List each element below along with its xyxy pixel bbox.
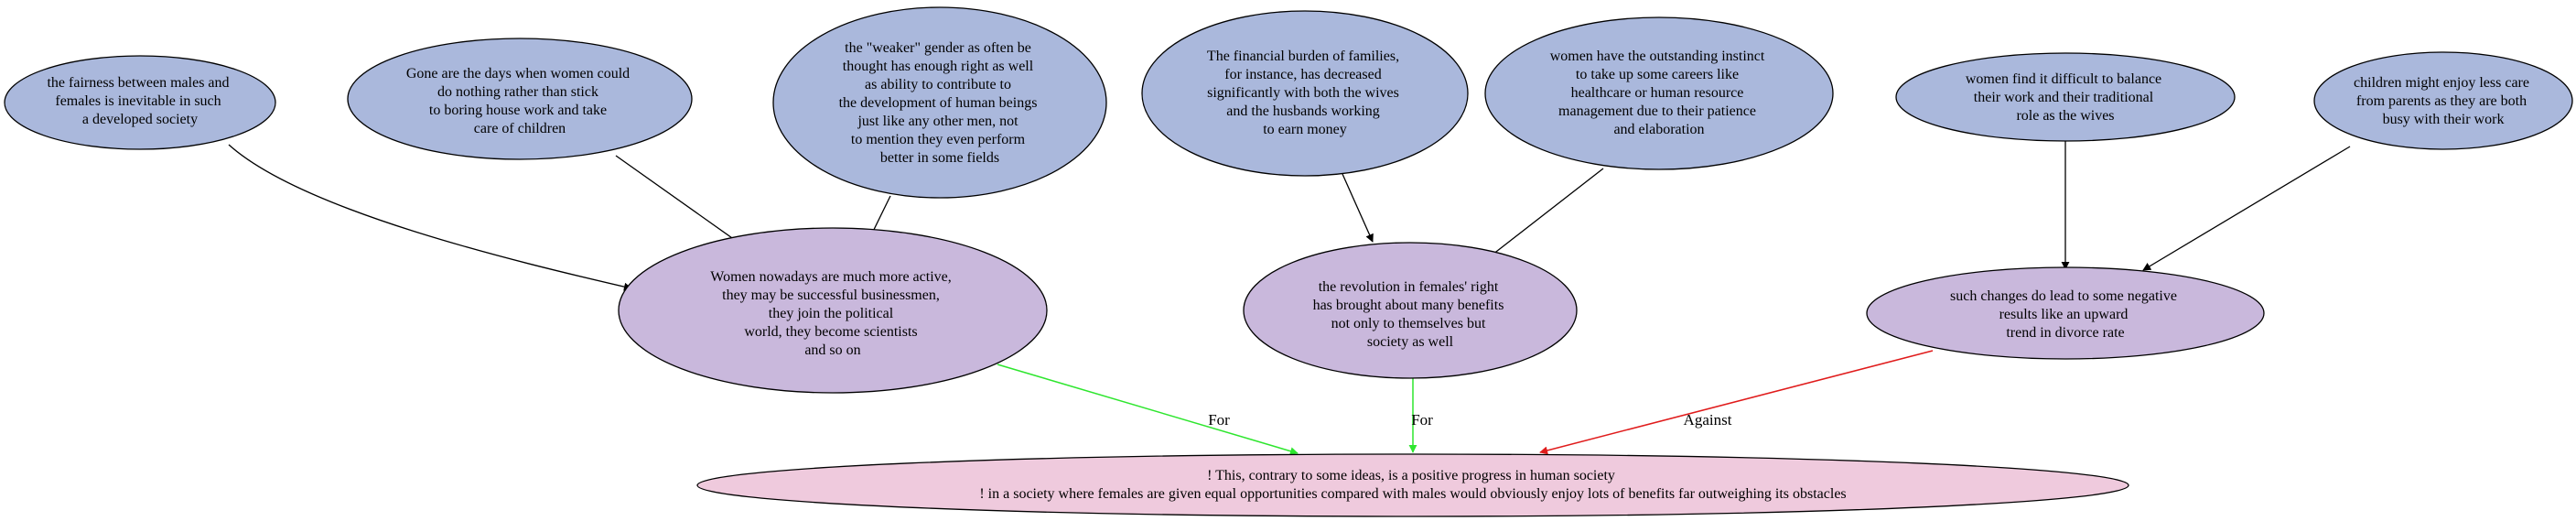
premise-1-line-3: a developed society (82, 112, 198, 127)
svg-text:Women nowadays are much more a: Women nowadays are much more active, the… (710, 269, 955, 358)
svg-text:the revolution in females' rig: the revolution in females' right has bro… (1313, 279, 1508, 350)
edge-label-for-1: For (1208, 411, 1230, 429)
svg-text:children might enjoy less care: children might enjoy less care from pare… (2354, 75, 2533, 127)
edge-premise-4-to-claim-4 (1342, 173, 1374, 243)
premise-3-line-2: thought has enough right as well (843, 59, 1034, 74)
premise-node-6-shape (1895, 52, 2236, 142)
edge-for-1 (997, 364, 1299, 456)
claim-2-line-3: not only to themselves but (1331, 316, 1486, 331)
premise-3-line-3: as ability to contribute to (865, 77, 1011, 92)
premise-node-4: The financial burden of families, for in… (1141, 10, 1469, 177)
premise-2-line-1: Gone are the days when women could (406, 66, 630, 81)
edge-premise-2-to-claim-2 (615, 155, 742, 245)
edge-premise-7-to-claim-7 (2142, 146, 2351, 271)
premise-4-line-5: to earn money (1263, 122, 1347, 137)
svg-text:women have the outstanding ins: women have the outstanding instinct to t… (1550, 49, 1769, 137)
claim-node-3-shape (1866, 266, 2265, 360)
claim-3-line-3: trend in divorce rate (2006, 325, 2124, 341)
claim-3-line-1: such changes do lead to some negative (1950, 288, 2177, 304)
premise-5-line-5: and elaboration (1613, 122, 1704, 137)
edge-label-against: Against (1684, 411, 1732, 429)
claim-1-line-4: world, they become scientists (744, 324, 917, 340)
premise-node-6: women find it difficult to balance their… (1895, 52, 2236, 142)
claim-node-1-shape (618, 227, 1048, 394)
edge-premise-5-to-claim-5 (1483, 168, 1604, 262)
conclusion-line-2: ! in a society where females are given e… (979, 486, 1846, 502)
premise-2-line-2: do nothing rather than stick (437, 84, 598, 100)
premise-6-line-3: role as the wives (2016, 108, 2114, 124)
svg-text:the fairness between males and: the fairness between males and females i… (47, 75, 232, 127)
premise-5-line-1: women have the outstanding instinct (1550, 49, 1765, 64)
claim-2-line-4: society as well (1367, 334, 1454, 350)
premise-7-line-3: busy with their work (2383, 112, 2505, 127)
premise-5-line-4: management due to their patience (1558, 103, 1756, 119)
svg-text:The financial burden of famili: The financial burden of families, for in… (1207, 49, 1403, 137)
premise-3-line-7: better in some fields (880, 150, 999, 166)
claim-1-line-5: and so on (804, 342, 860, 358)
premise-node-3: the "weaker" gender as often be thought … (772, 6, 1107, 199)
edge-premise-1-to-claim-1 (228, 144, 632, 291)
premise-node-1-shape (4, 55, 276, 150)
premise-4-line-4: and the husbands working (1226, 103, 1380, 119)
premise-7-line-1: children might enjoy less care (2354, 75, 2529, 91)
claim-1-line-3: they join the political (769, 306, 894, 321)
premise-node-1: the fairness between males and females i… (4, 55, 276, 150)
premise-node-5: women have the outstanding instinct to t… (1484, 16, 1834, 170)
premise-5-line-3: healthcare or human resource (1571, 85, 1744, 101)
conclusion-node: ! This, contrary to some ideas, is a pos… (696, 453, 2129, 517)
conclusion-node-shape (696, 453, 2129, 517)
claim-2-line-1: the revolution in females' right (1319, 279, 1499, 295)
premise-7-line-2: from parents as they are both (2356, 93, 2527, 109)
claim-2-line-2: has brought about many benefits (1313, 298, 1504, 313)
premise-1-line-1: the fairness between males and (47, 75, 229, 91)
svg-text:women find it difficult to bal: women find it difficult to balance their… (1966, 71, 2165, 124)
premise-node-2: Gone are the days when women could do no… (347, 38, 693, 160)
premise-3-line-5: just like any other men, not (857, 114, 1019, 129)
premise-2-line-3: to boring house work and take (429, 103, 607, 118)
premise-node-5-shape (1484, 16, 1834, 170)
premise-3-line-1: the "weaker" gender as often be (845, 40, 1031, 56)
premise-node-7-shape (2313, 51, 2573, 150)
premise-node-3-shape (772, 6, 1107, 199)
claim-node-2: the revolution in females' right has bro… (1243, 242, 1578, 379)
svg-text:Gone are the days when women c: Gone are the days when women could do no… (406, 66, 633, 136)
svg-text:the "weaker" gender as often b: the "weaker" gender as often be thought … (839, 40, 1041, 166)
claim-1-line-2: they may be successful businessmen, (722, 288, 940, 303)
claim-node-3: such changes do lead to some negative re… (1866, 266, 2265, 360)
claim-3-line-2: results like an upward (1999, 307, 2129, 322)
svg-text:such changes do lead to some n: such changes do lead to some negative re… (1950, 288, 2181, 341)
conclusion-line-1: ! This, contrary to some ideas, is a pos… (1207, 468, 1615, 483)
premise-node-2-shape (347, 38, 693, 160)
premise-3-line-4: the development of human beings (839, 95, 1038, 111)
premise-node-7: children might enjoy less care from pare… (2313, 51, 2573, 150)
premise-1-line-2: females is inevitable in such (55, 93, 221, 109)
premise-node-4-shape (1141, 10, 1469, 177)
claim-node-1: Women nowadays are much more active, the… (618, 227, 1048, 394)
premise-6-line-2: their work and their traditional (1974, 90, 2154, 105)
edge-label-for-2: For (1411, 411, 1433, 429)
edge-against (1539, 350, 1934, 455)
claim-1-line-1: Women nowadays are much more active, (710, 269, 952, 285)
premise-4-line-1: The financial burden of families, (1207, 49, 1399, 64)
premise-6-line-1: women find it difficult to balance (1966, 71, 2161, 87)
premise-4-line-2: for instance, has decreased (1224, 67, 1381, 82)
claim-node-2-shape (1243, 242, 1578, 379)
premise-3-line-6: to mention they even perform (851, 132, 1026, 147)
premise-5-line-2: to take up some careers like (1576, 67, 1739, 82)
premise-2-line-4: care of children (474, 121, 566, 136)
svg-text:! This, contrary to some ideas: ! This, contrary to some ideas, is a pos… (979, 468, 1846, 502)
premise-4-line-3: significantly with both the wives (1207, 85, 1399, 101)
